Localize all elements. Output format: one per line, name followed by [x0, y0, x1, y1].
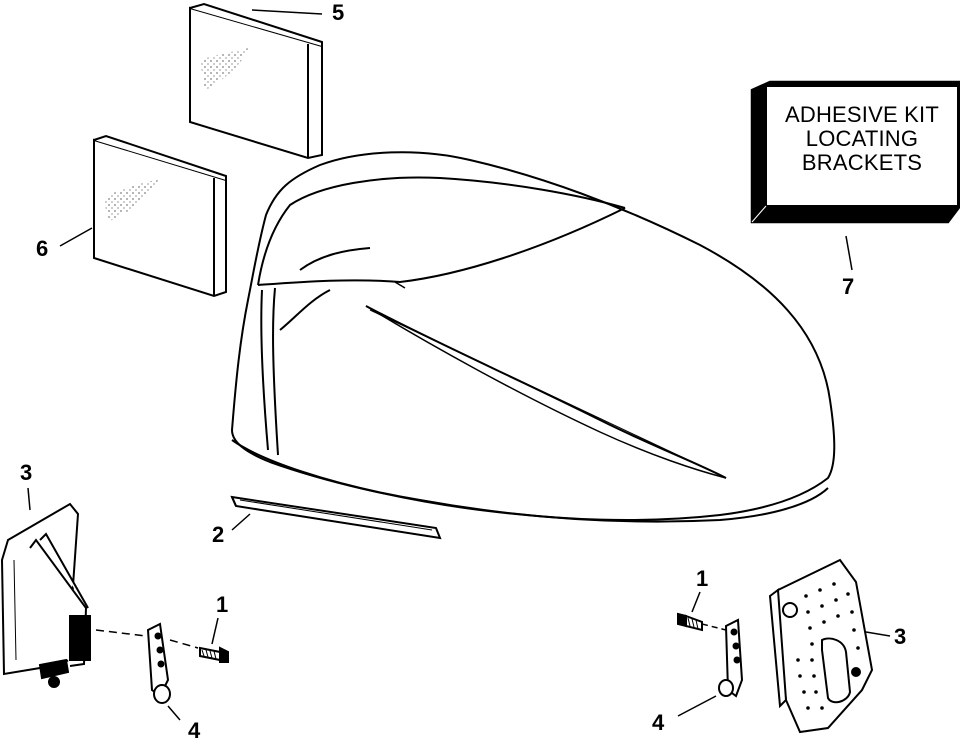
- callout-2: 2: [212, 522, 225, 547]
- callout-6: 6: [36, 236, 49, 261]
- foam-pad-5: [189, 2, 323, 160]
- motor-cover: [230, 151, 836, 523]
- seal-strip: [230, 495, 442, 540]
- kit-line-3: BRACKETS: [801, 150, 923, 175]
- latch-bracket-left: [0, 502, 91, 688]
- adhesive-kit-box: [750, 80, 960, 224]
- kit-line-1: ADHESIVE KIT: [785, 102, 939, 127]
- callout-5: 5: [332, 0, 345, 25]
- screw-left: [199, 646, 229, 663]
- callout-4-left: 4: [188, 718, 201, 743]
- latch-arm-left: [146, 622, 171, 704]
- kit-box-label: ADHESIVE KIT LOCATING BRACKETS: [766, 103, 958, 175]
- callout-7: 7: [842, 274, 855, 299]
- callout-1-right: 1: [696, 566, 709, 591]
- screw-right: [677, 612, 703, 632]
- leader-lines: [27, 9, 891, 721]
- foam-pad-6: [93, 134, 227, 298]
- callout-3-right: 3: [894, 624, 907, 649]
- kit-line-2: LOCATING: [805, 126, 919, 151]
- callout-1-left: 1: [216, 592, 229, 617]
- callout-4-right: 4: [652, 710, 665, 735]
- callout-3-left: 3: [20, 460, 33, 485]
- latch-arm-right: [718, 618, 744, 698]
- latch-plate-right: [768, 558, 874, 734]
